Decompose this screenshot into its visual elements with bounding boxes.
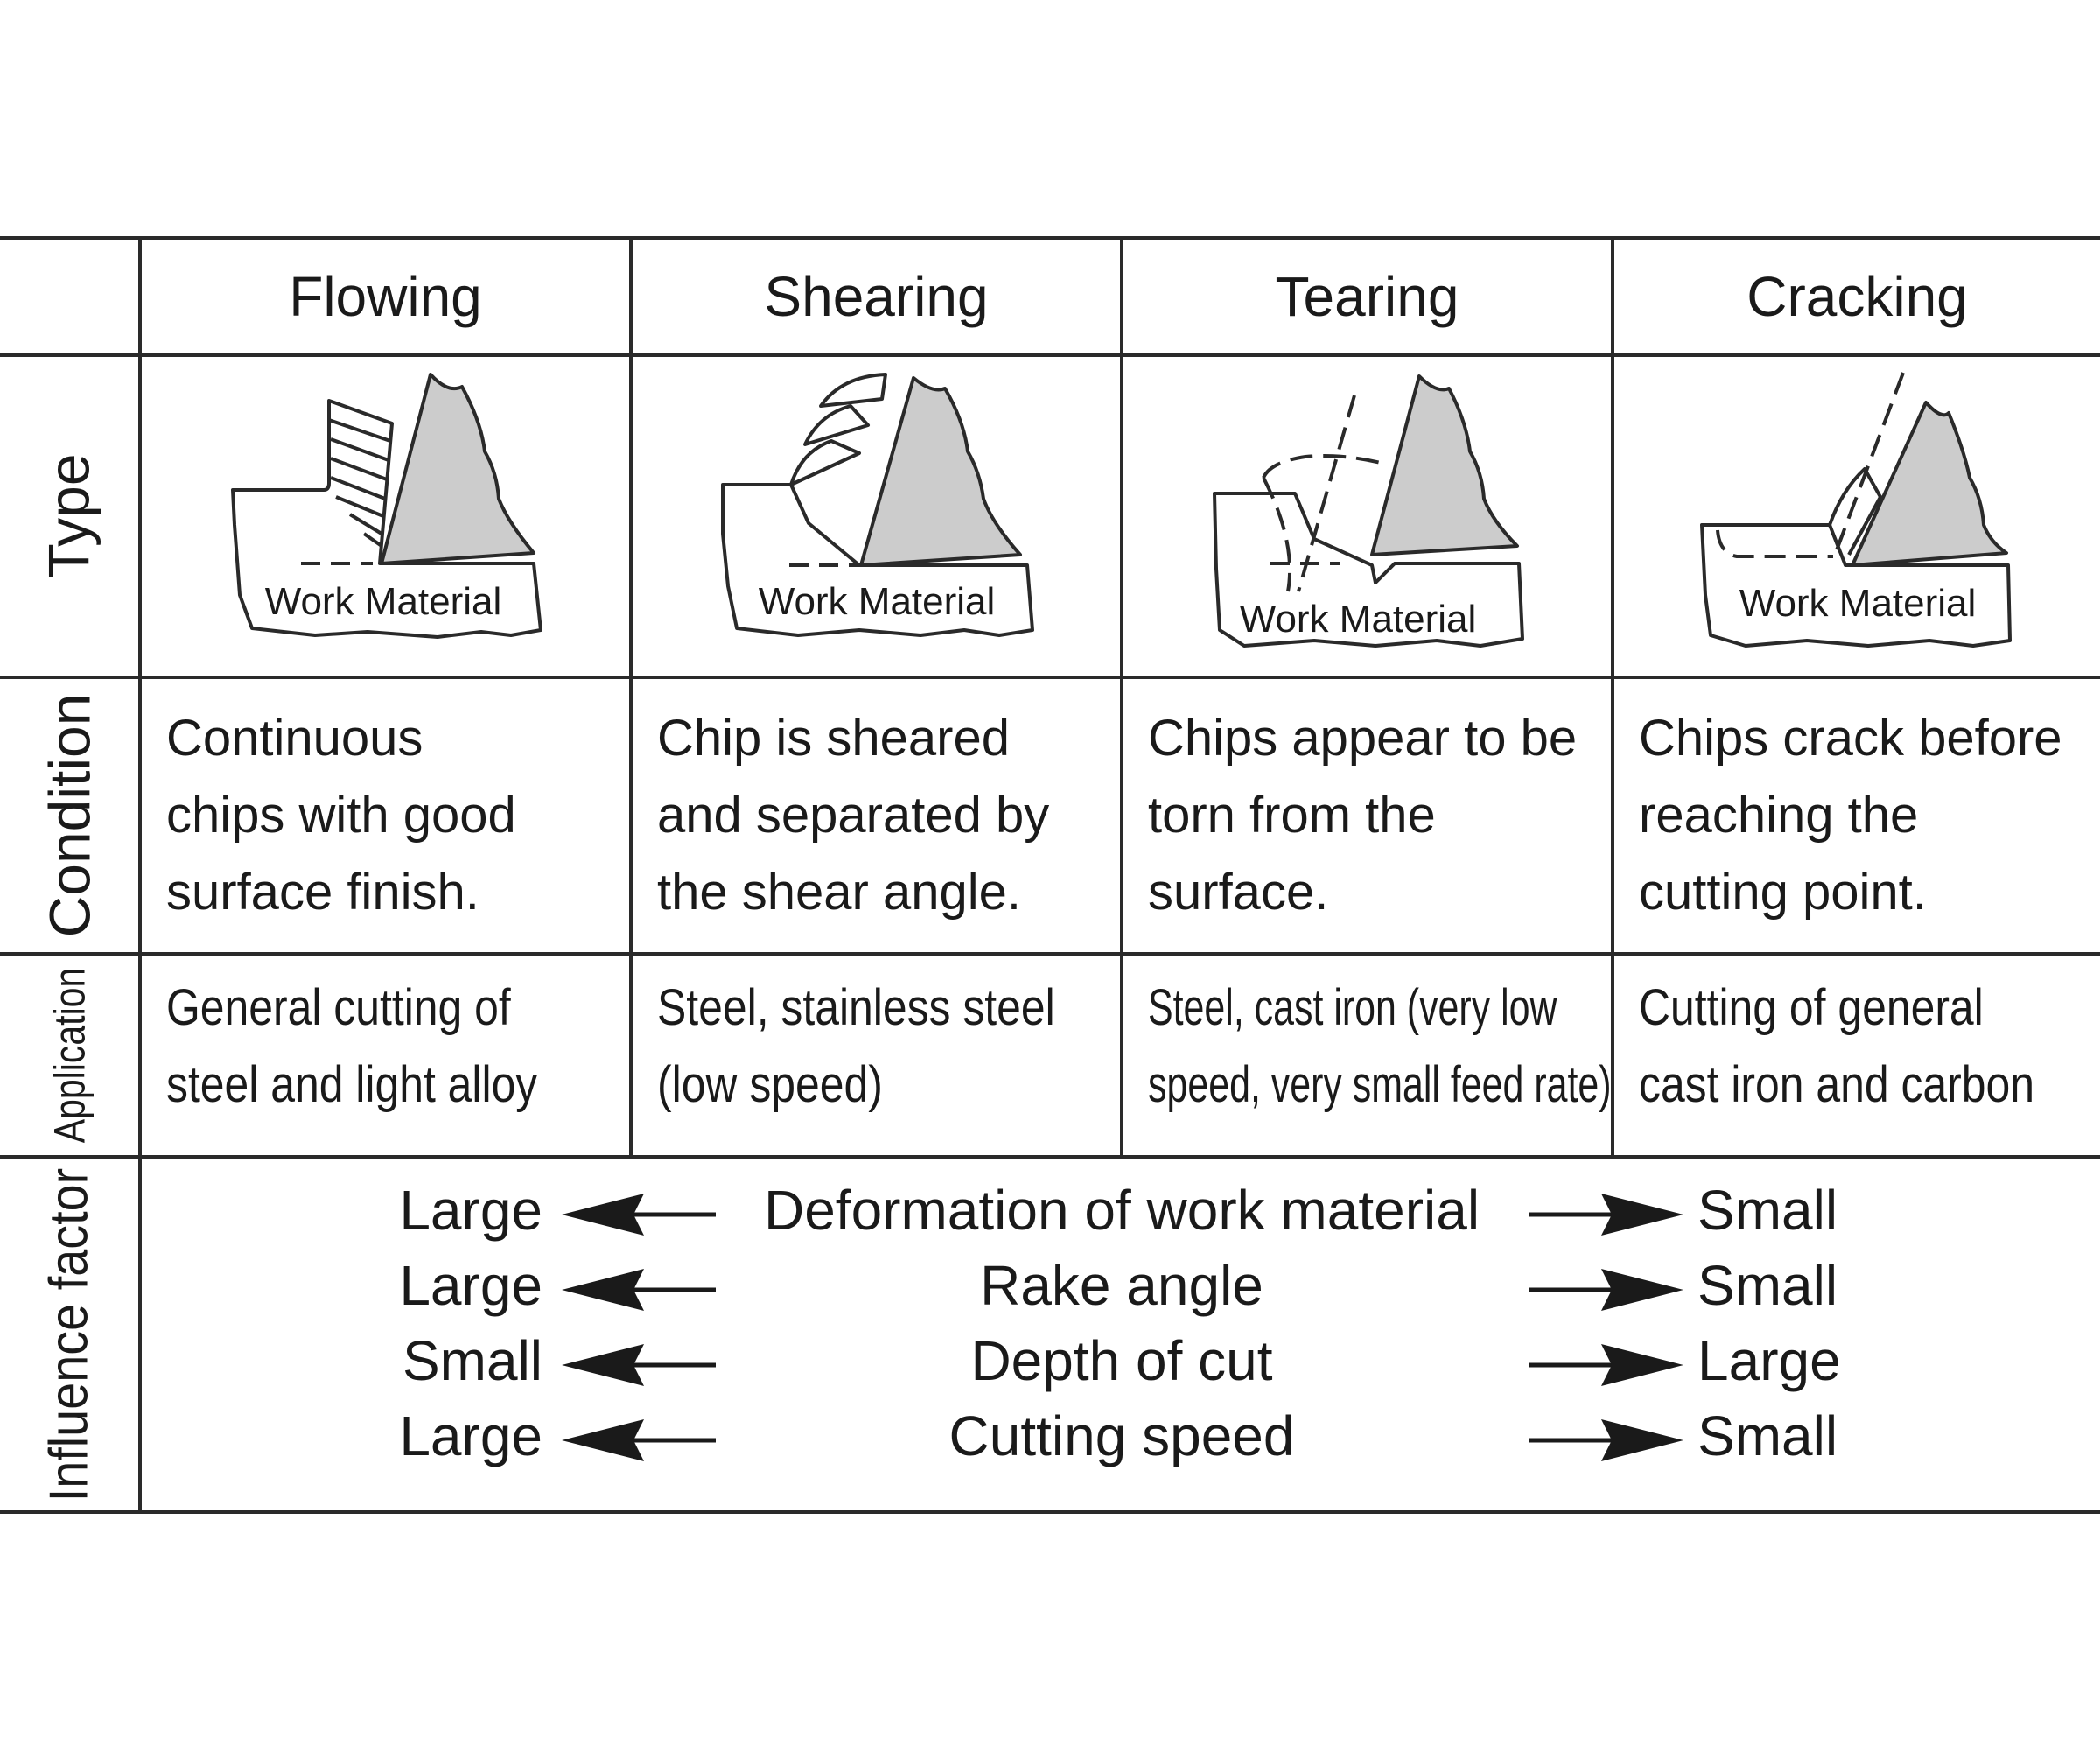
table-divider-col-3: [1611, 236, 1614, 1157]
work-material-outline: [1213, 492, 1524, 648]
condition-line: surface.: [1148, 864, 1329, 920]
influence-left-value: Small: [402, 1329, 542, 1392]
right-arrow-icon: [1530, 1269, 1684, 1311]
influence-row-depth-of-cut: Small Depth of cut Large: [0, 1328, 2100, 1404]
influence-factor-label: Deformation of work material: [763, 1179, 1480, 1242]
left-arrow-icon: [562, 1194, 716, 1236]
condition-line: the shear angle.: [657, 864, 1021, 920]
application-line: (low speed): [657, 1056, 883, 1113]
condition-line: reaching the: [1639, 787, 1919, 844]
influence-right-value: Large: [1698, 1329, 1841, 1392]
influence-factor-label: Depth of cut: [970, 1329, 1273, 1392]
influence-row-cutting-speed: Large Cutting speed Small: [0, 1404, 2100, 1479]
row-label-condition: Condition: [0, 679, 138, 952]
application-line: Cutting of general: [1639, 979, 1984, 1036]
left-arrow-icon: [562, 1419, 716, 1461]
table-border-bottom: [0, 1510, 2100, 1514]
row-label-type: Type: [0, 357, 138, 676]
chip-type-table: Flowing Shearing Tearing Cracking Type C…: [0, 236, 2100, 1514]
left-arrow-icon: [562, 1269, 716, 1311]
condition-tearing: Chips appear to be torn from the surface…: [1124, 679, 1611, 952]
table-border-top: [0, 236, 2100, 240]
cutting-tool-icon: [1370, 374, 1519, 556]
application-line: General cutting of: [166, 979, 511, 1036]
condition-shearing: Chip is sheared and separated by the she…: [633, 679, 1120, 952]
application-flowing: General cutting of steel and light alloy: [142, 956, 629, 1155]
application-line: steel and light alloy: [166, 1056, 538, 1113]
column-header-cracking: Cracking: [1746, 265, 1968, 328]
application-line: speed, very small feed rate): [1148, 1056, 1612, 1113]
influence-factor-label: Rake angle: [980, 1254, 1264, 1317]
row-label-application: Application: [0, 956, 138, 1155]
table-divider-header: [0, 354, 2100, 357]
work-material-outline: [1700, 523, 2012, 648]
application-cracking: Cutting of general cast iron and carbon: [1614, 956, 2100, 1155]
row-label-type-text: Type: [37, 453, 102, 579]
cutting-tool-icon: [1851, 401, 2008, 567]
influence-right-value: Small: [1698, 1254, 1838, 1317]
cutting-tool-icon: [859, 376, 1022, 567]
column-header-flowing: Flowing: [289, 265, 482, 328]
flowing-chip-illustration: Work Material: [231, 373, 542, 639]
application-tearing: Steel, cast iron (very low speed, very s…: [1124, 956, 1612, 1155]
row-label-condition-text: Condition: [37, 693, 102, 938]
condition-line: Chip is sheared: [657, 710, 1010, 766]
condition-line: surface finish.: [166, 864, 480, 920]
work-material-label: Work Material: [1740, 582, 1977, 625]
work-material-outline: [721, 483, 1034, 637]
shearing-chip-illustration: Work Material: [721, 373, 1034, 637]
left-arrow-icon: [562, 1344, 716, 1386]
table-divider-col-1: [629, 236, 633, 1157]
right-arrow-icon: [1530, 1344, 1684, 1386]
row-label-application-text: Application: [45, 967, 94, 1144]
column-header-shearing: Shearing: [764, 265, 989, 328]
application-line: Steel, cast iron (very low: [1148, 979, 1558, 1036]
table-divider-label-col: [138, 236, 142, 1514]
influence-left-value: Large: [399, 1254, 542, 1317]
condition-line: Chips crack before: [1639, 710, 2062, 766]
column-header-tearing: Tearing: [1275, 265, 1460, 328]
condition-line: cutting point.: [1639, 864, 1927, 920]
table-divider-type: [0, 676, 2100, 679]
condition-line: and separated by: [657, 787, 1050, 844]
cracking-chip-illustration: Work Material: [1700, 372, 2012, 648]
influence-row-deformation: Large Deformation of work material Small: [0, 1178, 2100, 1253]
right-arrow-icon: [1530, 1194, 1684, 1236]
application-line: cast iron and carbon: [1639, 1056, 2034, 1113]
condition-line: torn from the: [1148, 787, 1436, 844]
application-line: Steel, stainless steel: [657, 979, 1055, 1036]
condition-flowing: Continuous chips with good surface finis…: [142, 679, 629, 952]
table-divider-col-2: [1120, 236, 1124, 1157]
condition-line: Continuous: [166, 710, 424, 766]
right-arrow-icon: [1530, 1419, 1684, 1461]
work-material-label: Work Material: [265, 580, 502, 623]
work-material-label: Work Material: [759, 580, 996, 623]
influence-right-value: Small: [1698, 1179, 1838, 1242]
condition-line: chips with good: [166, 787, 516, 844]
cutting-tool-icon: [380, 373, 536, 565]
influence-row-rake-angle: Large Rake angle Small: [0, 1253, 2100, 1328]
work-material-label: Work Material: [1240, 598, 1477, 640]
tearing-chip-illustration: Work Material: [1213, 374, 1524, 648]
application-shearing: Steel, stainless steel (low speed): [633, 956, 1120, 1155]
influence-left-value: Large: [399, 1404, 542, 1467]
condition-line: Chips appear to be: [1148, 710, 1578, 766]
influence-right-value: Small: [1698, 1404, 1838, 1467]
influence-left-value: Large: [399, 1179, 542, 1242]
influence-factor-label: Cutting speed: [948, 1404, 1295, 1467]
table-divider-application: [0, 1155, 2100, 1158]
condition-cracking: Chips crack before reaching the cutting …: [1614, 679, 2100, 952]
table-divider-condition: [0, 952, 2100, 956]
work-material-outline: [231, 399, 542, 639]
